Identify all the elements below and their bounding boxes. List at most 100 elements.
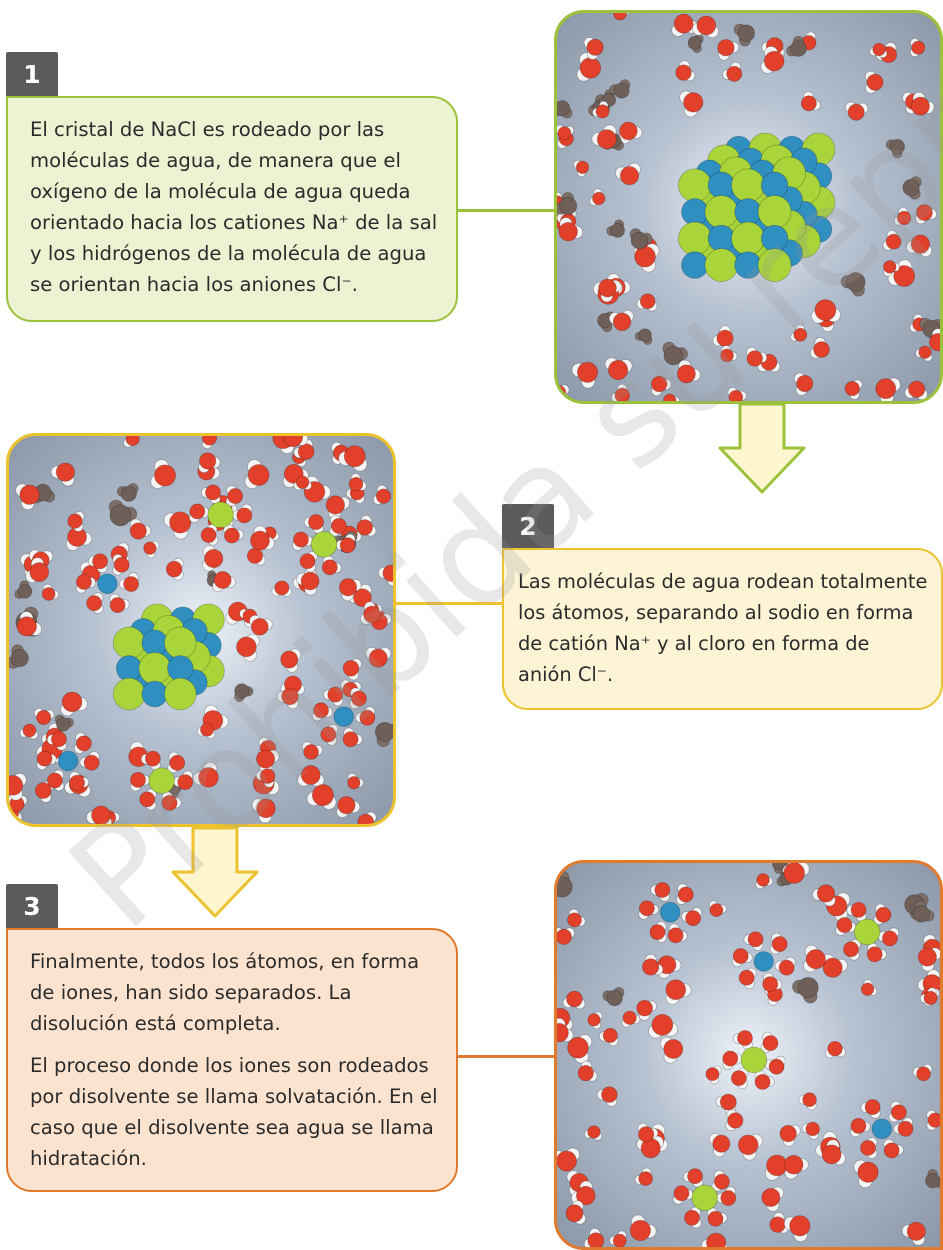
step-1-text: El cristal de NaCl es rodeado por las mo… bbox=[30, 114, 438, 300]
hydrated-ions-illustration bbox=[557, 863, 940, 1247]
oxygen-atom bbox=[652, 1014, 673, 1035]
oxygen-atom bbox=[790, 1216, 810, 1236]
oxygen-atom bbox=[559, 197, 576, 214]
oxygen-atom bbox=[349, 477, 363, 491]
oxygen-atom bbox=[731, 1071, 746, 1086]
oxygen-atom bbox=[301, 766, 320, 785]
oxygen-atom bbox=[890, 139, 905, 154]
oxygen-atom bbox=[70, 775, 85, 790]
oxygen-atom bbox=[568, 913, 582, 927]
oxygen-atom bbox=[769, 1059, 784, 1074]
oxygen-atom bbox=[791, 41, 807, 57]
chloride-ion bbox=[139, 653, 171, 685]
sodium-ion bbox=[708, 172, 735, 199]
oxygen-atom bbox=[706, 1233, 725, 1247]
oxygen-atom bbox=[567, 991, 583, 1007]
oxygen-atom bbox=[697, 16, 716, 35]
oxygen-atom bbox=[898, 1121, 913, 1136]
chloride-ion bbox=[732, 169, 765, 202]
chloride-ion bbox=[854, 919, 880, 945]
oxygen-atom bbox=[343, 732, 358, 747]
oxygen-atom bbox=[343, 660, 359, 676]
oxygen-atom bbox=[339, 579, 356, 596]
oxygen-atom bbox=[351, 691, 366, 706]
oxygen-atom bbox=[635, 246, 656, 267]
oxygen-atom bbox=[917, 205, 933, 221]
oxygen-atom bbox=[677, 365, 695, 383]
oxygen-atom bbox=[557, 877, 572, 897]
oxygen-atom bbox=[721, 1191, 736, 1206]
oxygen-atom bbox=[214, 571, 231, 588]
step-3-text-paragraph-2: El proceso donde los iones son rodeados … bbox=[30, 1050, 438, 1174]
oxygen-atom bbox=[92, 806, 111, 824]
oxygen-atom bbox=[110, 505, 131, 526]
oxygen-atom bbox=[678, 887, 693, 902]
oxygen-atom bbox=[639, 329, 652, 342]
nacl-crystal-in-water-image bbox=[554, 10, 943, 404]
oxygen-atom bbox=[260, 769, 275, 784]
oxygen-atom bbox=[124, 576, 139, 591]
oxygen-atom bbox=[748, 932, 763, 947]
oxygen-atom bbox=[340, 538, 355, 553]
step-3-text-box: Finalmente, todos los átomos, en forma d… bbox=[6, 928, 458, 1192]
oxygen-atom bbox=[815, 300, 836, 321]
oxygen-atom bbox=[638, 1127, 653, 1142]
oxygen-atom bbox=[674, 14, 693, 33]
oxygen-atom bbox=[603, 1028, 617, 1042]
oxygen-atom bbox=[907, 1222, 925, 1240]
oxygen-atom bbox=[794, 328, 807, 341]
oxygen-atom bbox=[608, 360, 627, 379]
oxygen-atom bbox=[684, 1210, 699, 1225]
oxygen-atom bbox=[566, 1205, 583, 1222]
oxygen-atom bbox=[281, 651, 298, 668]
chloride-ion bbox=[149, 768, 175, 794]
oxygen-atom bbox=[257, 750, 275, 768]
oxygen-atom bbox=[47, 773, 62, 788]
oxygen-atom bbox=[718, 39, 734, 55]
step-2-text-box: Las moléculas de agua rodean totalmente … bbox=[502, 548, 943, 710]
oxygen-atom bbox=[884, 1143, 899, 1158]
oxygen-atom bbox=[170, 755, 185, 770]
oxygen-atom bbox=[684, 93, 703, 112]
oxygen-atom bbox=[867, 947, 882, 962]
oxygen-atom bbox=[727, 66, 742, 81]
oxygen-atom bbox=[23, 724, 36, 737]
oxygen-atom bbox=[42, 588, 55, 601]
oxygen-atom bbox=[650, 925, 665, 940]
oxygen-atom bbox=[588, 1014, 600, 1026]
sodium-ion bbox=[761, 225, 788, 252]
oxygen-atom bbox=[205, 549, 223, 567]
oxygen-atom bbox=[613, 1234, 626, 1247]
chloride-ion bbox=[741, 1047, 767, 1073]
oxygen-atom bbox=[557, 1151, 577, 1171]
oxygen-atom bbox=[114, 557, 129, 572]
oxygen-atom bbox=[797, 375, 813, 391]
sodium-ion bbox=[708, 225, 735, 252]
partially-dissolved-crystal-image bbox=[6, 433, 396, 827]
oxygen-atom bbox=[631, 232, 648, 249]
oxygen-atom bbox=[655, 882, 670, 897]
oxygen-atom bbox=[614, 83, 629, 98]
oxygen-atom bbox=[326, 496, 344, 514]
oxygen-atom bbox=[686, 911, 701, 926]
oxygen-atom bbox=[251, 618, 268, 635]
oxygen-atom bbox=[860, 1140, 875, 1155]
chloride-ion bbox=[208, 502, 234, 528]
oxygen-atom bbox=[93, 554, 108, 569]
oxygen-atom bbox=[18, 585, 32, 599]
oxygen-atom bbox=[668, 928, 683, 943]
oxygen-atom bbox=[599, 279, 617, 297]
oxygen-atom bbox=[623, 1011, 636, 1024]
sodium-ion bbox=[98, 574, 118, 594]
oxygen-atom bbox=[720, 1094, 736, 1110]
oxygen-atom bbox=[312, 785, 333, 806]
chloride-ion bbox=[113, 627, 145, 659]
oxygen-atom bbox=[178, 775, 193, 790]
oxygen-atom bbox=[755, 1074, 770, 1089]
oxygen-atom bbox=[828, 1041, 843, 1056]
step-1-connector-line bbox=[458, 209, 554, 212]
oxygen-atom bbox=[596, 105, 609, 118]
oxygen-atom bbox=[11, 649, 28, 666]
oxygen-atom bbox=[676, 65, 692, 81]
oxygen-atom bbox=[68, 514, 83, 529]
